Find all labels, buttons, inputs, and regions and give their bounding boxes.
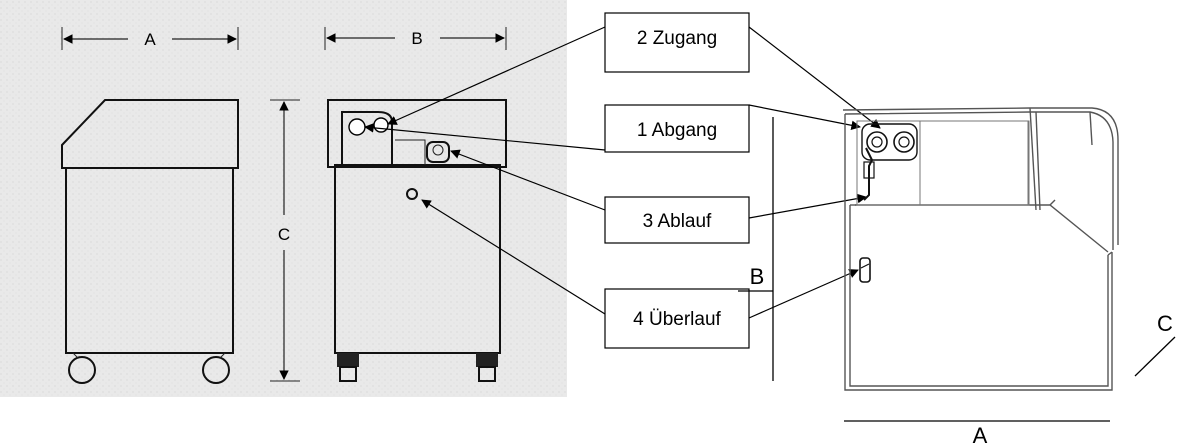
inlet-port-icon	[893, 131, 915, 153]
dimension-b-left: B	[324, 27, 507, 50]
wheel-icon	[202, 356, 230, 384]
wheel-icon	[68, 356, 96, 384]
callout-3-ablauf: 3 Ablauf	[604, 196, 750, 244]
foot-icon	[476, 353, 498, 367]
callout-label: 3 Ablauf	[643, 211, 712, 232]
leader-lines	[364, 26, 881, 319]
dim-b-label: B	[750, 264, 765, 289]
right-drawing: B A C	[738, 107, 1176, 444]
drain-port-icon	[863, 161, 875, 179]
overflow-port-left	[406, 188, 418, 200]
outlet-port-icon	[866, 131, 888, 153]
dim-b-label: B	[411, 29, 422, 48]
callout-label: 1 Abgang	[637, 120, 717, 141]
dimension-a-left: A	[61, 27, 239, 50]
dim-a-label: A	[973, 423, 988, 444]
dimension-c-left: C	[270, 99, 300, 382]
foot-icon	[337, 353, 359, 367]
dim-a-label: A	[144, 30, 156, 49]
dim-c-label: C	[1157, 311, 1173, 336]
side-view-cabinet	[61, 99, 239, 384]
callout-4-ueberlauf: 4 Überlauf	[604, 288, 750, 349]
left-drawing: A B C	[0, 0, 567, 397]
callout-1-abgang: 1 Abgang	[604, 104, 750, 153]
ports-right	[859, 123, 918, 283]
overflow-port-icon	[859, 257, 871, 283]
outlet-port-left	[348, 118, 366, 136]
callout-label: 2 Zugang	[637, 28, 717, 49]
cabinet-3d	[842, 107, 1119, 391]
dim-c-label: C	[278, 225, 290, 244]
callout-2-zugang: 2 Zugang	[604, 12, 750, 73]
dimension-c-right	[1134, 336, 1176, 377]
inlet-port-left	[373, 117, 389, 133]
callout-label: 4 Überlauf	[633, 309, 721, 330]
